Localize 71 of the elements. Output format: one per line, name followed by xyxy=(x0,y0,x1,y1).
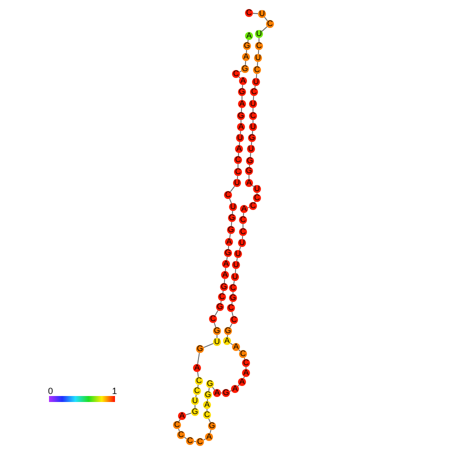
backbone-line xyxy=(243,376,245,379)
backbone-line xyxy=(203,438,206,440)
backbone-line xyxy=(242,236,244,240)
backbone-line xyxy=(252,185,254,187)
backbone-line xyxy=(247,206,250,208)
backbone-line xyxy=(246,50,248,54)
backbone-line xyxy=(242,84,244,88)
backbone-line xyxy=(224,268,226,272)
backbone-line xyxy=(258,38,260,42)
backbone-line xyxy=(244,357,246,360)
backbone-line xyxy=(197,372,199,378)
backbone-line xyxy=(256,74,258,78)
backbone-line xyxy=(236,176,238,180)
backbone-line xyxy=(227,334,228,338)
backbone-line xyxy=(214,322,216,328)
backbone-line xyxy=(247,40,249,42)
backbone-line xyxy=(232,210,234,214)
backbone-line xyxy=(252,96,254,100)
backbone-line xyxy=(262,26,268,32)
backbone-line xyxy=(240,108,242,112)
backbone-line xyxy=(224,278,226,284)
backbone-line xyxy=(197,352,200,364)
backbone-line xyxy=(258,50,260,54)
backbone-line xyxy=(207,398,208,402)
backbone-line xyxy=(194,441,196,442)
scale-tick-label: 0 xyxy=(48,387,54,396)
backbone-line xyxy=(195,394,197,398)
backbone-line xyxy=(237,384,240,387)
backbone-line xyxy=(226,256,228,260)
backbone-line xyxy=(242,224,244,228)
backbone-line xyxy=(239,70,242,72)
scale-tick-label: 1 xyxy=(112,387,118,396)
backbone-line xyxy=(234,268,236,274)
backbone-line xyxy=(216,334,218,338)
backbone-line xyxy=(208,388,210,392)
backbone-line xyxy=(252,108,254,112)
backbone-line xyxy=(230,323,232,328)
backbone-line xyxy=(203,343,214,348)
backbone-line xyxy=(254,86,256,88)
backbone-line xyxy=(252,12,258,14)
backbone-line xyxy=(232,292,234,294)
backbone-line xyxy=(194,404,196,408)
backbone-line xyxy=(206,408,208,412)
backbone-line xyxy=(238,142,240,146)
backbone-line xyxy=(178,419,180,422)
backbone-line xyxy=(228,246,230,250)
backbone-line xyxy=(250,152,252,158)
backbone-line xyxy=(233,280,235,284)
backbone-line xyxy=(220,300,222,304)
backbone-line xyxy=(244,60,246,66)
backbone-line xyxy=(197,384,199,388)
backbone-line xyxy=(240,130,242,134)
backbone-line xyxy=(231,302,233,304)
backbone-line xyxy=(229,234,231,238)
backbone-line xyxy=(230,222,232,226)
backbone-line xyxy=(242,212,244,216)
backbone-line xyxy=(240,120,242,124)
backbone-line xyxy=(252,120,254,124)
backbone-line xyxy=(252,130,254,134)
backbone-line xyxy=(249,164,250,168)
backbone-line xyxy=(248,174,250,180)
backbone-line xyxy=(256,62,258,66)
backbone-line xyxy=(230,186,235,192)
backbone-line xyxy=(250,142,252,146)
backbone-line xyxy=(208,418,211,423)
backbone-line xyxy=(238,349,241,352)
backbone-line xyxy=(236,258,238,262)
backbone-line xyxy=(238,152,240,156)
backbone-line xyxy=(238,76,241,79)
backbone-line xyxy=(229,390,232,392)
backbone-line xyxy=(222,290,224,294)
